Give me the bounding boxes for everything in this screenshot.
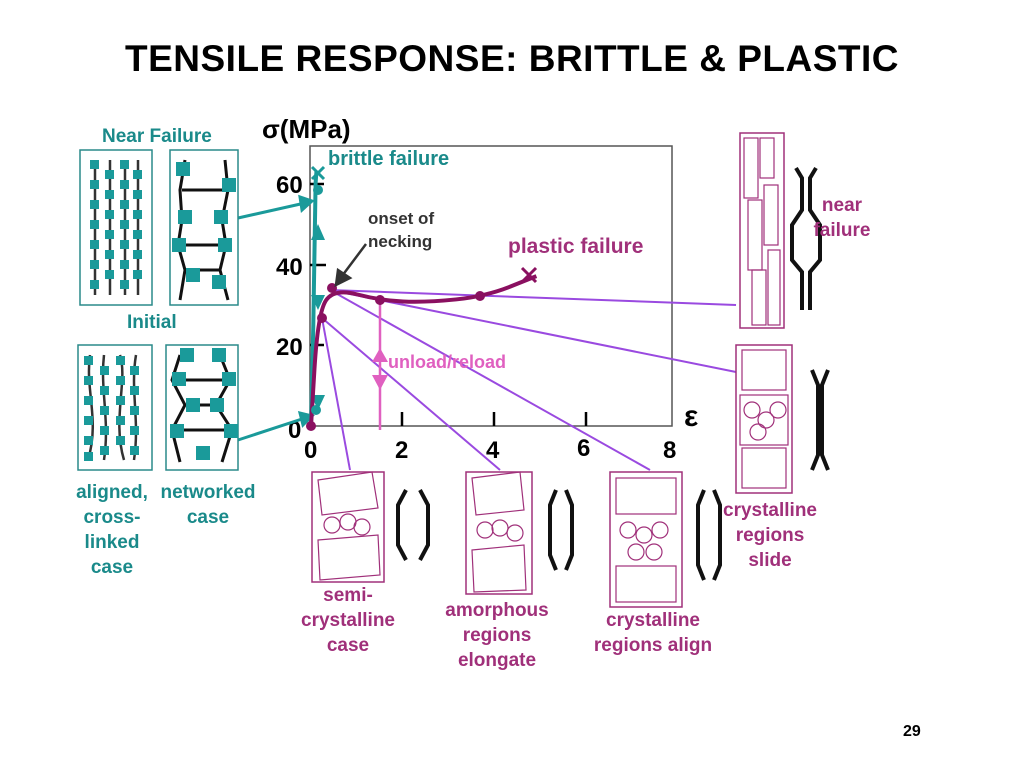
networked-case-label: networked case [152, 480, 264, 530]
near-failure-right-line-2: failure [813, 220, 871, 241]
onset-of-necking-label: onset of necking [368, 209, 435, 251]
aligned-line-3: linked [84, 532, 140, 553]
unload-reload-marker [372, 300, 388, 430]
aligned-case-label: aligned, cross- linked case [70, 480, 154, 580]
near-failure-right-label: near failure [806, 193, 878, 243]
initial-networked-model [165, 344, 239, 471]
point-yield [317, 313, 327, 323]
crystalline-slide-model [735, 344, 830, 494]
necking-arrow [334, 243, 367, 288]
x-tick-label-6: 6 [577, 435, 590, 462]
near-failure-left-label: Near Failure [102, 126, 212, 147]
point-drawing [375, 295, 385, 305]
networked-line-1: networked [160, 482, 256, 503]
point-necking [327, 283, 337, 293]
semi-line-3: case [326, 635, 370, 656]
plastic-failure-x-mark [520, 266, 538, 284]
teal-connectors [237, 194, 315, 442]
initial-label: Initial [127, 312, 177, 333]
slide-number: 29 [903, 723, 921, 740]
amorphous-elongate-model [465, 471, 574, 595]
near-failure-networked-model [169, 149, 239, 306]
brittle-failure-x-mark [310, 165, 326, 181]
near-failure-right-line-1: near [821, 195, 863, 216]
amorphous-line-3: elongate [457, 650, 537, 671]
brittle-points [311, 185, 323, 415]
point-origin [306, 421, 316, 431]
plastic-failure-label: plastic failure [508, 235, 644, 258]
x-axis-label: ε [684, 400, 698, 433]
connector-lines [321, 289, 737, 471]
semicrystalline-model [311, 471, 430, 583]
near-failure-aligned-model [79, 149, 153, 306]
x-tick-label-8: 8 [663, 437, 676, 464]
near-failure-crystal-model [739, 132, 822, 329]
point-hardening [475, 291, 485, 301]
amorphous-elongate-label: amorphous regions elongate [436, 598, 558, 673]
aligned-line-1: aligned, [76, 482, 148, 503]
unload-reload-label: unload/reload [388, 352, 507, 372]
semicrystalline-case-label: semi- crystalline case [290, 583, 406, 658]
x-tick-label-4: 4 [486, 437, 500, 464]
curve-points [306, 283, 485, 431]
plot-area [309, 145, 673, 427]
y-tick-label-20: 20 [276, 334, 303, 361]
initial-aligned-model [77, 344, 153, 471]
crystalline-slide-line-2: regions [735, 525, 805, 546]
y-tick-label-60: 60 [276, 172, 303, 199]
x-tick-label-2: 2 [395, 437, 408, 464]
semi-line-1: semi- [323, 585, 373, 606]
brittle-failure-label: brittle failure [328, 148, 450, 170]
crystalline-slide-line-3: slide [748, 550, 792, 571]
y-axis-label: σ(MPa) [262, 114, 351, 144]
amorphous-line-2: regions [462, 625, 532, 646]
x-tick-label-0: 0 [304, 437, 317, 464]
semi-line-2: crystalline [301, 610, 395, 631]
aligned-line-2: cross- [83, 507, 141, 528]
crystalline-align-line-1: crystalline [606, 610, 700, 631]
crystalline-align-line-2: regions align [593, 635, 713, 656]
x-ticks [400, 412, 588, 426]
crystalline-slide-line-1: crystalline [723, 500, 817, 521]
aligned-line-4: case [90, 557, 134, 578]
crystalline-align-label: crystalline regions align [582, 608, 724, 658]
networked-line-2: case [186, 507, 230, 528]
crystalline-align-model [609, 471, 722, 608]
amorphous-line-1: amorphous [445, 600, 549, 621]
crystalline-slide-label: crystalline regions slide [712, 498, 828, 573]
page-title: TENSILE RESPONSE: BRITTLE & PLASTIC [125, 38, 899, 79]
y-tick-label-40: 40 [276, 254, 303, 281]
